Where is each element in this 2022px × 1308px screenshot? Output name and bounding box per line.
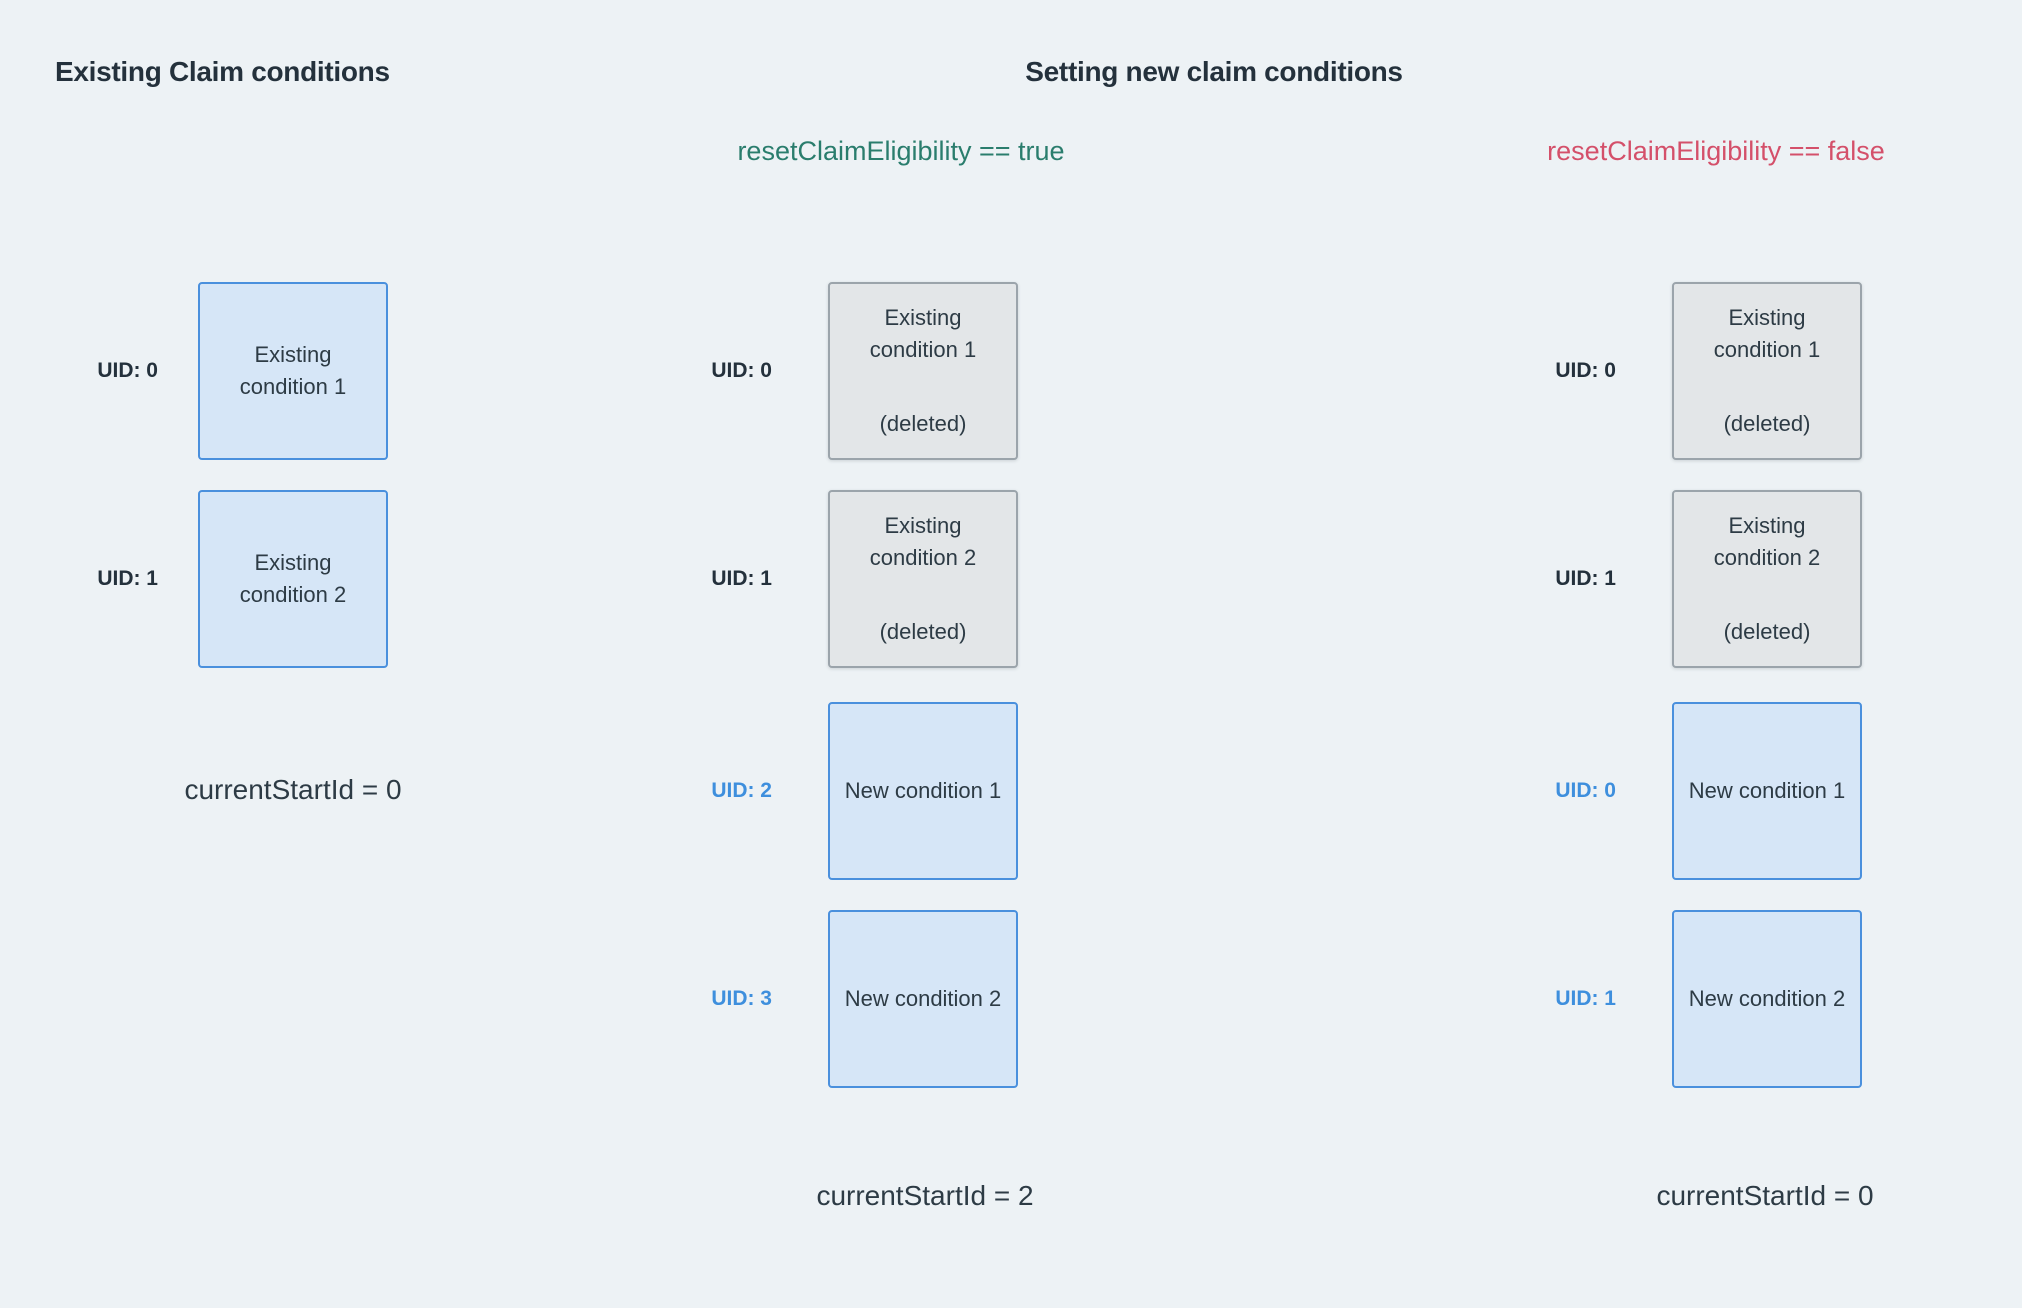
setting-new-claims-title: Setting new claim conditions [1025,56,1403,87]
condition-box: New condition 1 [1672,702,1862,880]
condition-box-label: New condition 2 [844,986,1002,1012]
reset-true-row-uid0: UID: 0 Existing condition 1 (deleted) [642,282,1018,460]
condition-box: New condition 1 [828,702,1018,880]
existing-row-uid1: UID: 1 Existing condition 2 [28,490,388,668]
condition-box-label: Existing condition 2 [239,550,347,607]
condition-box: New condition 2 [828,910,1018,1088]
reset-false-row-uid1-deleted: UID: 1 Existing condition 2 (deleted) [1486,490,1862,668]
uid-label: UID: 1 [97,567,158,590]
deleted-note: (deleted) [1723,618,1811,644]
existing-current-start-id: currentStartId = 0 [184,774,402,805]
condition-box: Existing condition 1 [198,282,388,460]
condition-box-label: Existing condition 1 [239,342,347,399]
condition-box-deleted: Existing condition 1 (deleted) [828,282,1018,460]
uid-label: UID: 1 [711,567,772,590]
uid-label: UID: 0 [711,359,772,382]
existing-claims-title: Existing Claim conditions [55,56,390,87]
reset-eligibility-false-label: resetClaimEligibility == false [1547,136,1885,166]
condition-box-label: Existing condition 1 [869,305,977,363]
uid-label: UID: 0 [97,359,158,382]
uid-label: UID: 1 [1555,567,1616,590]
condition-box-deleted: Existing condition 1 (deleted) [1672,282,1862,460]
reset-true-row-uid2: UID: 2 New condition 1 [642,702,1018,880]
uid-label-new: UID: 0 [1555,779,1616,802]
condition-box-label: Existing condition 2 [869,513,977,571]
deleted-note: (deleted) [879,410,967,436]
uid-label-new: UID: 1 [1555,987,1616,1010]
deleted-note: (deleted) [1723,410,1811,436]
condition-box-label: New condition 1 [844,778,1002,804]
condition-box-label: New condition 2 [1688,986,1846,1012]
reset-false-row-uid1-new: UID: 1 New condition 2 [1486,910,1862,1088]
deleted-note: (deleted) [879,618,967,644]
reset-eligibility-true-label: resetClaimEligibility == true [737,136,1065,166]
uid-label-new: UID: 3 [711,987,772,1010]
condition-box: Existing condition 2 [198,490,388,668]
reset-false-current-start-id: currentStartId = 0 [1656,1180,1874,1211]
reset-true-row-uid3: UID: 3 New condition 2 [642,910,1018,1088]
reset-false-row-uid0-deleted: UID: 0 Existing condition 1 (deleted) [1486,282,1862,460]
condition-box-label: Existing condition 1 [1713,305,1821,363]
condition-box-deleted: Existing condition 2 (deleted) [1672,490,1862,668]
uid-label: UID: 0 [1555,359,1616,382]
reset-false-row-uid0-new: UID: 0 New condition 1 [1486,702,1862,880]
condition-box-label: New condition 1 [1688,778,1846,804]
reset-true-row-uid1: UID: 1 Existing condition 2 (deleted) [642,490,1018,668]
condition-box: New condition 2 [1672,910,1862,1088]
condition-box-deleted: Existing condition 2 (deleted) [828,490,1018,668]
uid-label-new: UID: 2 [711,779,772,802]
reset-true-current-start-id: currentStartId = 2 [816,1180,1034,1211]
existing-row-uid0: UID: 0 Existing condition 1 [28,282,388,460]
condition-box-label: Existing condition 2 [1713,513,1821,571]
